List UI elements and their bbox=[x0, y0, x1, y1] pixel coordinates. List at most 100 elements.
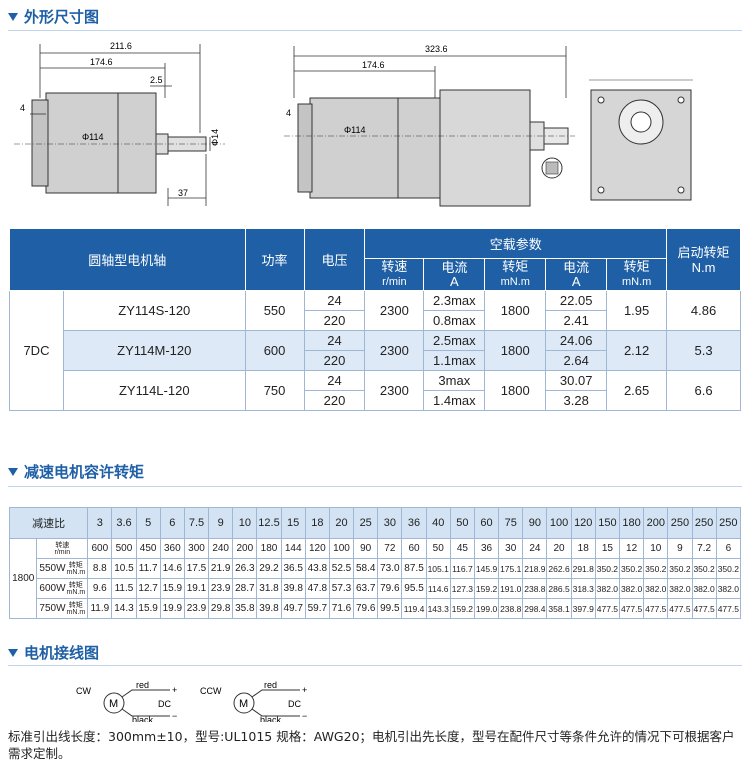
torque-cell: 145.9 bbox=[473, 558, 500, 579]
ratio-cell: 60 bbox=[473, 507, 500, 539]
load-torque-cell: 2.65 bbox=[606, 370, 668, 411]
torque-cell: 57.3 bbox=[328, 578, 355, 599]
torque-unit-text: mN.m bbox=[66, 588, 86, 596]
torque-cell: 477.5 bbox=[691, 598, 717, 619]
dim-label: 174.6 bbox=[90, 57, 113, 67]
torque-cell: 19.1 bbox=[183, 578, 210, 599]
ratio-cell: 50 bbox=[449, 507, 475, 539]
speed-cell: 72 bbox=[377, 538, 403, 559]
divider bbox=[8, 665, 742, 666]
speed-cell: 2300 bbox=[364, 370, 425, 411]
speed-cell: 120 bbox=[304, 538, 330, 559]
motor-symbol-icon: M bbox=[239, 698, 248, 710]
torque-cell: 71.6 bbox=[328, 598, 355, 619]
torque-cell: 127.3 bbox=[449, 578, 475, 599]
torque-cell: 8.8 bbox=[87, 558, 113, 579]
direction-label: CW bbox=[76, 686, 91, 696]
torque-cell: 1800 bbox=[484, 370, 547, 411]
ratio-cell: 120 bbox=[570, 507, 596, 539]
dim-label: 2.5 bbox=[150, 75, 163, 85]
torque-cell: 19.9 bbox=[159, 598, 185, 619]
torque-cell: 477.5 bbox=[715, 598, 742, 619]
wiring-diagram-ccw: CCW M red black DC + − bbox=[200, 680, 307, 722]
section-title-text: 外形尺寸图 bbox=[24, 8, 100, 26]
ratio-cell: 40 bbox=[425, 507, 451, 539]
torque-cell: 159.2 bbox=[449, 598, 475, 619]
wiring-note: 标准引出线长度：300mm±10，型号:UL1015 规格：AWG20；电机引出… bbox=[8, 729, 735, 761]
speed-cell: 500 bbox=[111, 538, 137, 559]
torque-cell: 286.5 bbox=[546, 578, 572, 599]
torque-cell: 119.4 bbox=[401, 598, 427, 619]
speed-cell: 45 bbox=[449, 538, 475, 559]
ratio-cell: 200 bbox=[643, 507, 669, 539]
torque-cell: 114.6 bbox=[425, 578, 451, 599]
power-label-text: 600W bbox=[39, 583, 66, 594]
power-label-text: 550W bbox=[39, 563, 66, 574]
section-title-dimensions: 外形尺寸图 bbox=[8, 6, 99, 27]
speed-cell: 6 bbox=[715, 538, 742, 559]
torque-cell: 47.8 bbox=[304, 578, 330, 599]
plus-label: + bbox=[302, 685, 307, 695]
current-cell: 0.8max bbox=[423, 310, 486, 331]
speed-cell: 15 bbox=[594, 538, 621, 559]
drawing-side-view-short: 211.6 174.6 2.5 4 Φ114 Φ14 37 bbox=[14, 41, 225, 206]
speed-cell: 240 bbox=[208, 538, 234, 559]
torque-cell: 382.0 bbox=[691, 578, 717, 599]
group-label: 1800 bbox=[8, 538, 38, 619]
torque-cell: 11.9 bbox=[87, 598, 113, 619]
diamond-bullet-icon bbox=[8, 467, 18, 476]
ratio-cell: 36 bbox=[401, 507, 427, 539]
model-cell: ZY114L-120 bbox=[62, 370, 246, 411]
load-current-cell: 22.05 bbox=[545, 290, 608, 311]
speed-cell: 10 bbox=[643, 538, 669, 559]
table-row: 220 1.1max 2.64 bbox=[10, 350, 741, 371]
ratio-cell: 18 bbox=[304, 507, 330, 539]
table-row: 220 0.8max 2.41 bbox=[10, 310, 741, 331]
table-row: ZY114L-120 750 24 2300 3max 1800 30.07 2… bbox=[10, 370, 741, 411]
wire-label-red: red bbox=[136, 680, 149, 690]
torque-cell: 1800 bbox=[484, 290, 547, 331]
speed-cell: 24 bbox=[522, 538, 548, 559]
speed-cell: 36 bbox=[473, 538, 500, 559]
torque-cell: 79.6 bbox=[377, 578, 403, 599]
torque-cell: 262.6 bbox=[546, 558, 572, 579]
ratio-cell: 75 bbox=[498, 507, 524, 539]
speed-cell: 600 bbox=[87, 538, 113, 559]
speed-unit-text: r/min bbox=[54, 548, 71, 556]
torque-cell: 39.8 bbox=[280, 578, 306, 599]
diamond-bullet-icon bbox=[8, 12, 18, 21]
torque-cell: 87.5 bbox=[401, 558, 427, 579]
section-title-text: 电机接线图 bbox=[24, 644, 100, 662]
power-cell: 600 bbox=[244, 330, 305, 371]
speed-cell: 18 bbox=[570, 538, 596, 559]
ratio-cell: 20 bbox=[328, 507, 355, 539]
model-cell: ZY114S-120 bbox=[62, 290, 246, 331]
load-current-cell: 24.06 bbox=[545, 330, 608, 351]
torque-label-text: 转矩 bbox=[68, 561, 83, 569]
header-power: 功率 bbox=[244, 228, 305, 291]
torque-cell: 36.5 bbox=[280, 558, 306, 579]
wire-label-black: black bbox=[132, 715, 154, 722]
dim-label: 323.6 bbox=[425, 44, 448, 54]
torque-cell: 350.2 bbox=[594, 558, 621, 579]
torque-cell: 15.9 bbox=[135, 598, 161, 619]
dim-label: 211.6 bbox=[110, 41, 132, 51]
torque-cell: 17.5 bbox=[183, 558, 210, 579]
torque-cell: 63.7 bbox=[353, 578, 379, 599]
model-cell: ZY114M-120 bbox=[62, 330, 246, 371]
torque-cell: 23.9 bbox=[208, 578, 234, 599]
torque-cell: 11.5 bbox=[111, 578, 137, 599]
speed-cell: 300 bbox=[183, 538, 210, 559]
ratio-cell: 3 bbox=[87, 507, 113, 539]
speed-cell: 180 bbox=[256, 538, 282, 559]
torque-cell: 79.6 bbox=[353, 598, 379, 619]
speed-cell: 2300 bbox=[364, 330, 425, 371]
diamond-bullet-icon bbox=[8, 648, 18, 657]
torque-cell: 12.7 bbox=[135, 578, 161, 599]
